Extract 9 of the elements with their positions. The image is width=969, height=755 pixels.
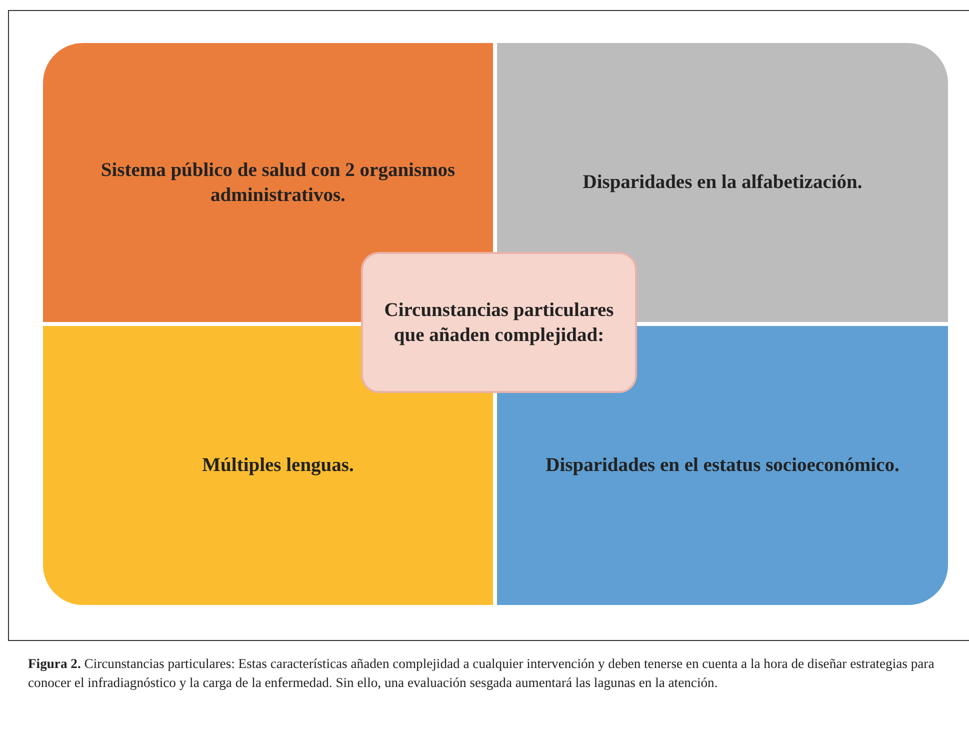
quadrant-text: Múltiples lenguas. <box>202 454 354 478</box>
quadrant-text: Sistema público de salud con 2 organismos administrativos. <box>100 158 456 208</box>
quadrant-text: Disparidades en la alfabetización. <box>582 171 862 195</box>
center-box <box>361 252 637 393</box>
quadrant-panel <box>43 326 493 605</box>
center-heading: Circunstancias particulares que añaden complejidad: <box>383 298 615 348</box>
quadrant-text: Disparidades en el estatus socioeconómico. <box>546 454 900 478</box>
quadrant-panel <box>497 326 948 605</box>
figure-caption: Figura 2. Circunstancias particulares: Estas características añaden complejidad a cualquier intervención y deben tenerse en cuenta a la hora de diseñar estrategias para conocer el infradiagnóstico y la carga de la enfermedad. Sin ello, una evaluación sesgada aumentará las lagunas en la atención. <box>28 655 936 692</box>
